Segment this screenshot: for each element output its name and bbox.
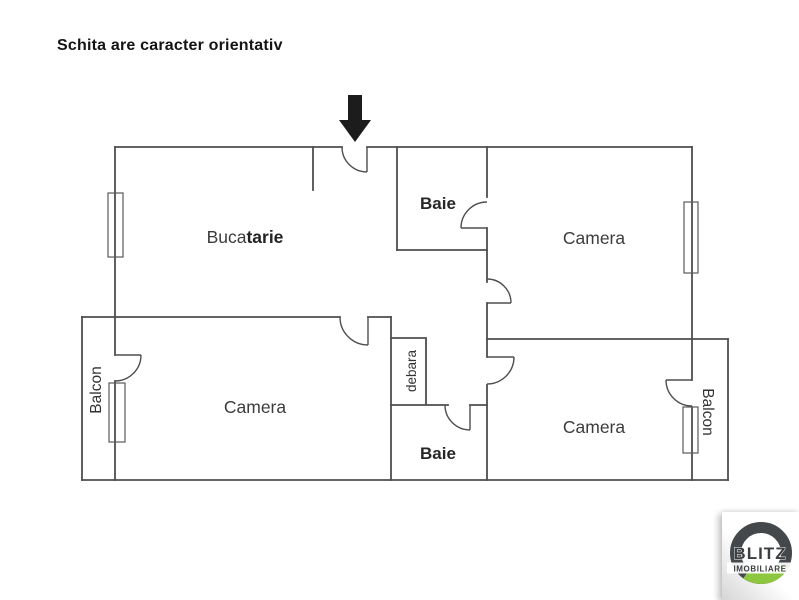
door-balcony-left <box>114 354 142 382</box>
logo-brand-text: BLITZ <box>733 544 786 563</box>
door-camera-top-right <box>486 278 512 304</box>
label-camera-bottom-right: Camera <box>563 417 626 437</box>
label-camera-top-right: Camera <box>563 228 626 248</box>
door-baie-bottom <box>444 404 471 431</box>
label-camera-left: Camera <box>224 397 287 417</box>
windows <box>107 192 699 454</box>
agency-logo-badge: BLITZ IMOBILIARE <box>722 512 799 600</box>
label-debara: debara <box>404 349 419 392</box>
label-baie-top: Baie <box>420 194 456 213</box>
label-bucatarie: Bucatarie <box>207 227 284 247</box>
wall-debara <box>390 337 488 406</box>
label-balcon-left: Balcon <box>88 366 105 413</box>
page-title: Schita are caracter orientativ <box>57 37 283 54</box>
entrance-arrow-icon <box>339 95 371 142</box>
window-kitchen <box>107 192 124 258</box>
label-baie-bottom: Baie <box>420 444 456 463</box>
door-baie-top <box>460 201 488 229</box>
window-camera-bottom-right <box>682 406 699 454</box>
logo-subtitle-band <box>727 562 793 574</box>
logo-subtitle-text: IMOBILIARE <box>733 565 786 574</box>
window-camera-top-right <box>683 201 699 274</box>
door-entrance <box>341 146 368 173</box>
label-balcon-right: Balcon <box>699 388 716 435</box>
door-camera-left <box>339 316 369 346</box>
doors <box>114 146 693 431</box>
window-camera-left <box>108 382 126 443</box>
door-camera-bottom-right <box>486 356 515 385</box>
door-balcony-right <box>665 379 693 407</box>
walls <box>81 146 729 481</box>
agency-logo: BLITZ IMOBILIARE <box>727 522 793 585</box>
